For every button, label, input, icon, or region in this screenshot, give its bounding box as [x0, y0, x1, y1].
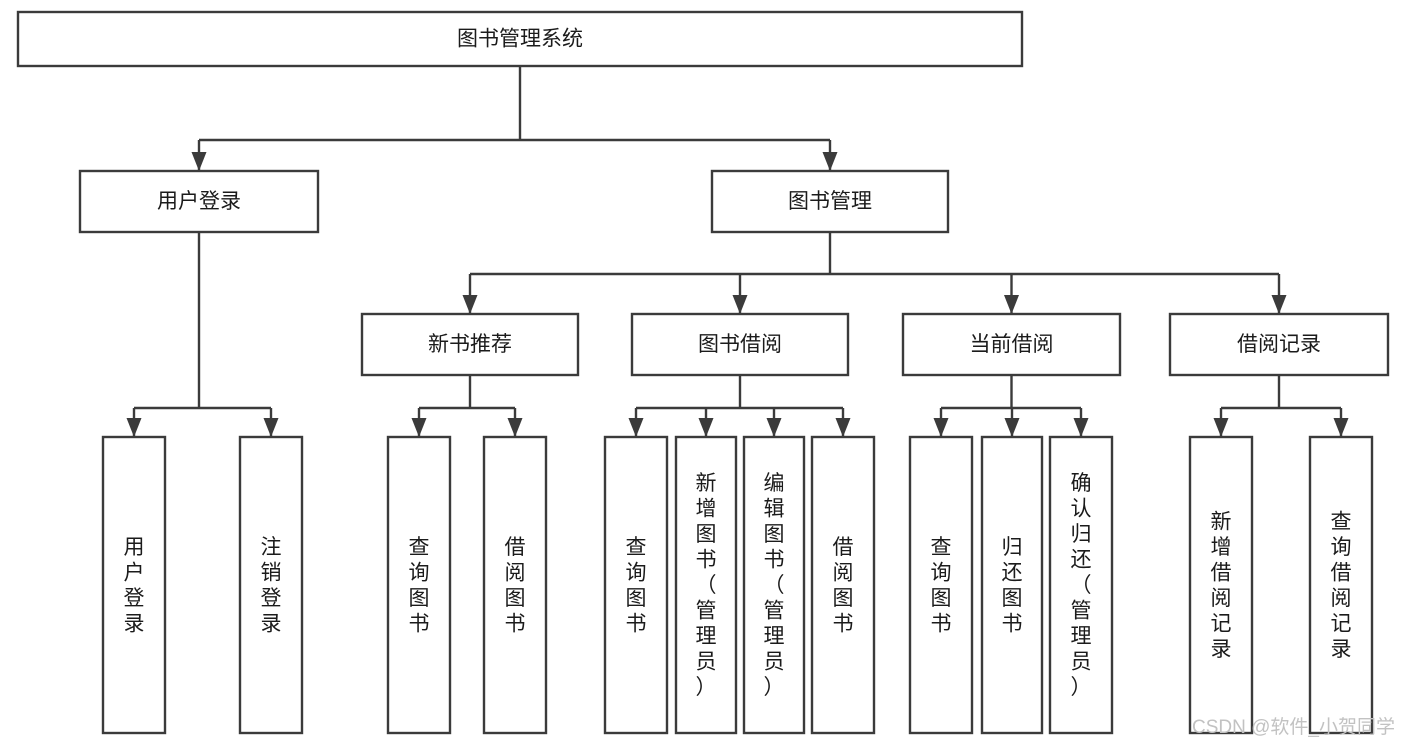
- node-box-borrow-book-1[interactable]: [482, 435, 548, 735]
- node-label-edit-book: 编辑图书（管理员）: [764, 472, 785, 699]
- node-label-user-login: 用户登录: [157, 190, 241, 213]
- node-label-add-book: 新增图书（管理员）: [696, 472, 717, 699]
- arrow-head-icon: [766, 418, 782, 437]
- arrow-head-icon: [732, 295, 748, 314]
- arrow-head-icon: [1333, 418, 1349, 437]
- node-edit-book[interactable]: 编辑图书（管理员）: [742, 435, 806, 735]
- node-label-new-book-recommend: 新书推荐: [428, 333, 512, 356]
- node-box-add-book[interactable]: [674, 435, 738, 735]
- arrow-head-icon: [1213, 418, 1229, 437]
- node-box-edit-book[interactable]: [742, 435, 806, 735]
- node-box-query-book-3[interactable]: [908, 435, 974, 735]
- node-book-borrow[interactable]: 图书借阅: [630, 312, 850, 377]
- arrow-head-icon: [263, 418, 279, 437]
- node-box-user-login[interactable]: [78, 169, 320, 234]
- node-add-book[interactable]: 新增图书（管理员）: [674, 435, 738, 735]
- node-label-query-book-2: 查询图书: [626, 536, 647, 636]
- arrow-head-icon: [462, 295, 478, 314]
- arrow-head-icon: [507, 418, 523, 437]
- node-layer: 图书管理系统用户登录图书管理用户登录注销登录新书推荐图书借阅当前借阅借阅记录查询…: [16, 10, 1390, 735]
- node-box-return-book[interactable]: [980, 435, 1044, 735]
- node-label-return-book: 归还图书: [1002, 536, 1023, 636]
- node-box-add-borrow-record[interactable]: [1188, 435, 1254, 735]
- node-box-user-login-do[interactable]: [101, 435, 167, 735]
- arrow-head-icon: [835, 418, 851, 437]
- arrow-head-icon: [822, 152, 838, 171]
- node-box-query-book-2[interactable]: [603, 435, 669, 735]
- node-box-book-manage[interactable]: [710, 169, 950, 234]
- node-borrow-book-1[interactable]: 借阅图书: [482, 435, 548, 735]
- node-label-book-manage: 图书管理: [788, 190, 872, 213]
- node-current-borrow[interactable]: 当前借阅: [901, 312, 1122, 377]
- node-book-manage[interactable]: 图书管理: [710, 169, 950, 234]
- arrow-head-icon: [1271, 295, 1287, 314]
- node-box-current-borrow[interactable]: [901, 312, 1122, 377]
- node-user-logout[interactable]: 注销登录: [238, 435, 304, 735]
- node-label-current-borrow: 当前借阅: [970, 333, 1054, 356]
- node-label-query-book-1: 查询图书: [409, 536, 430, 636]
- node-label-query-borrow-record: 查询借阅记录: [1331, 510, 1352, 661]
- node-label-borrow-book-2: 借阅图书: [833, 536, 854, 636]
- node-confirm-return[interactable]: 确认归还（管理员）: [1048, 435, 1114, 735]
- node-box-query-borrow-record[interactable]: [1308, 435, 1374, 735]
- arrow-head-icon: [698, 418, 714, 437]
- node-user-login[interactable]: 用户登录: [78, 169, 320, 234]
- node-box-user-logout[interactable]: [238, 435, 304, 735]
- node-box-book-borrow[interactable]: [630, 312, 850, 377]
- arrow-head-icon: [1004, 418, 1020, 437]
- node-query-book-2[interactable]: 查询图书: [603, 435, 669, 735]
- csdn-watermark: CSDN @软件_小贺同学: [1192, 716, 1395, 738]
- node-label-query-book-3: 查询图书: [931, 536, 952, 636]
- node-query-book-1[interactable]: 查询图书: [386, 435, 452, 735]
- node-box-borrow-record[interactable]: [1168, 312, 1390, 377]
- arrow-head-icon: [411, 418, 427, 437]
- node-label-add-borrow-record: 新增借阅记录: [1211, 510, 1232, 661]
- arrow-head-icon: [126, 418, 142, 437]
- node-label-borrow-record: 借阅记录: [1237, 333, 1321, 356]
- node-add-borrow-record[interactable]: 新增借阅记录: [1188, 435, 1254, 735]
- node-box-new-book-recommend[interactable]: [360, 312, 580, 377]
- node-box-borrow-book-2[interactable]: [810, 435, 876, 735]
- connector-layer: [126, 66, 1349, 437]
- arrow-head-icon: [628, 418, 644, 437]
- node-label-user-login-do: 用户登录: [124, 536, 145, 636]
- node-label-borrow-book-1: 借阅图书: [505, 536, 526, 636]
- node-box-query-book-1[interactable]: [386, 435, 452, 735]
- arrow-head-icon: [1004, 295, 1019, 314]
- arrow-head-icon: [191, 152, 207, 171]
- arrow-head-icon: [1073, 418, 1089, 437]
- node-borrow-record[interactable]: 借阅记录: [1168, 312, 1390, 377]
- node-box-root[interactable]: [16, 10, 1024, 68]
- arrow-head-icon: [933, 418, 949, 437]
- node-label-confirm-return: 确认归还（管理员）: [1071, 472, 1092, 699]
- node-borrow-book-2[interactable]: 借阅图书: [810, 435, 876, 735]
- node-query-book-3[interactable]: 查询图书: [908, 435, 974, 735]
- node-query-borrow-record[interactable]: 查询借阅记录: [1308, 435, 1374, 735]
- node-label-root: 图书管理系统: [457, 28, 583, 51]
- node-new-book-recommend[interactable]: 新书推荐: [360, 312, 580, 377]
- node-user-login-do[interactable]: 用户登录: [101, 435, 167, 735]
- node-label-user-logout: 注销登录: [261, 536, 282, 636]
- node-return-book[interactable]: 归还图书: [980, 435, 1044, 735]
- node-root[interactable]: 图书管理系统: [16, 10, 1024, 68]
- node-box-confirm-return[interactable]: [1048, 435, 1114, 735]
- node-label-book-borrow: 图书借阅: [698, 333, 782, 356]
